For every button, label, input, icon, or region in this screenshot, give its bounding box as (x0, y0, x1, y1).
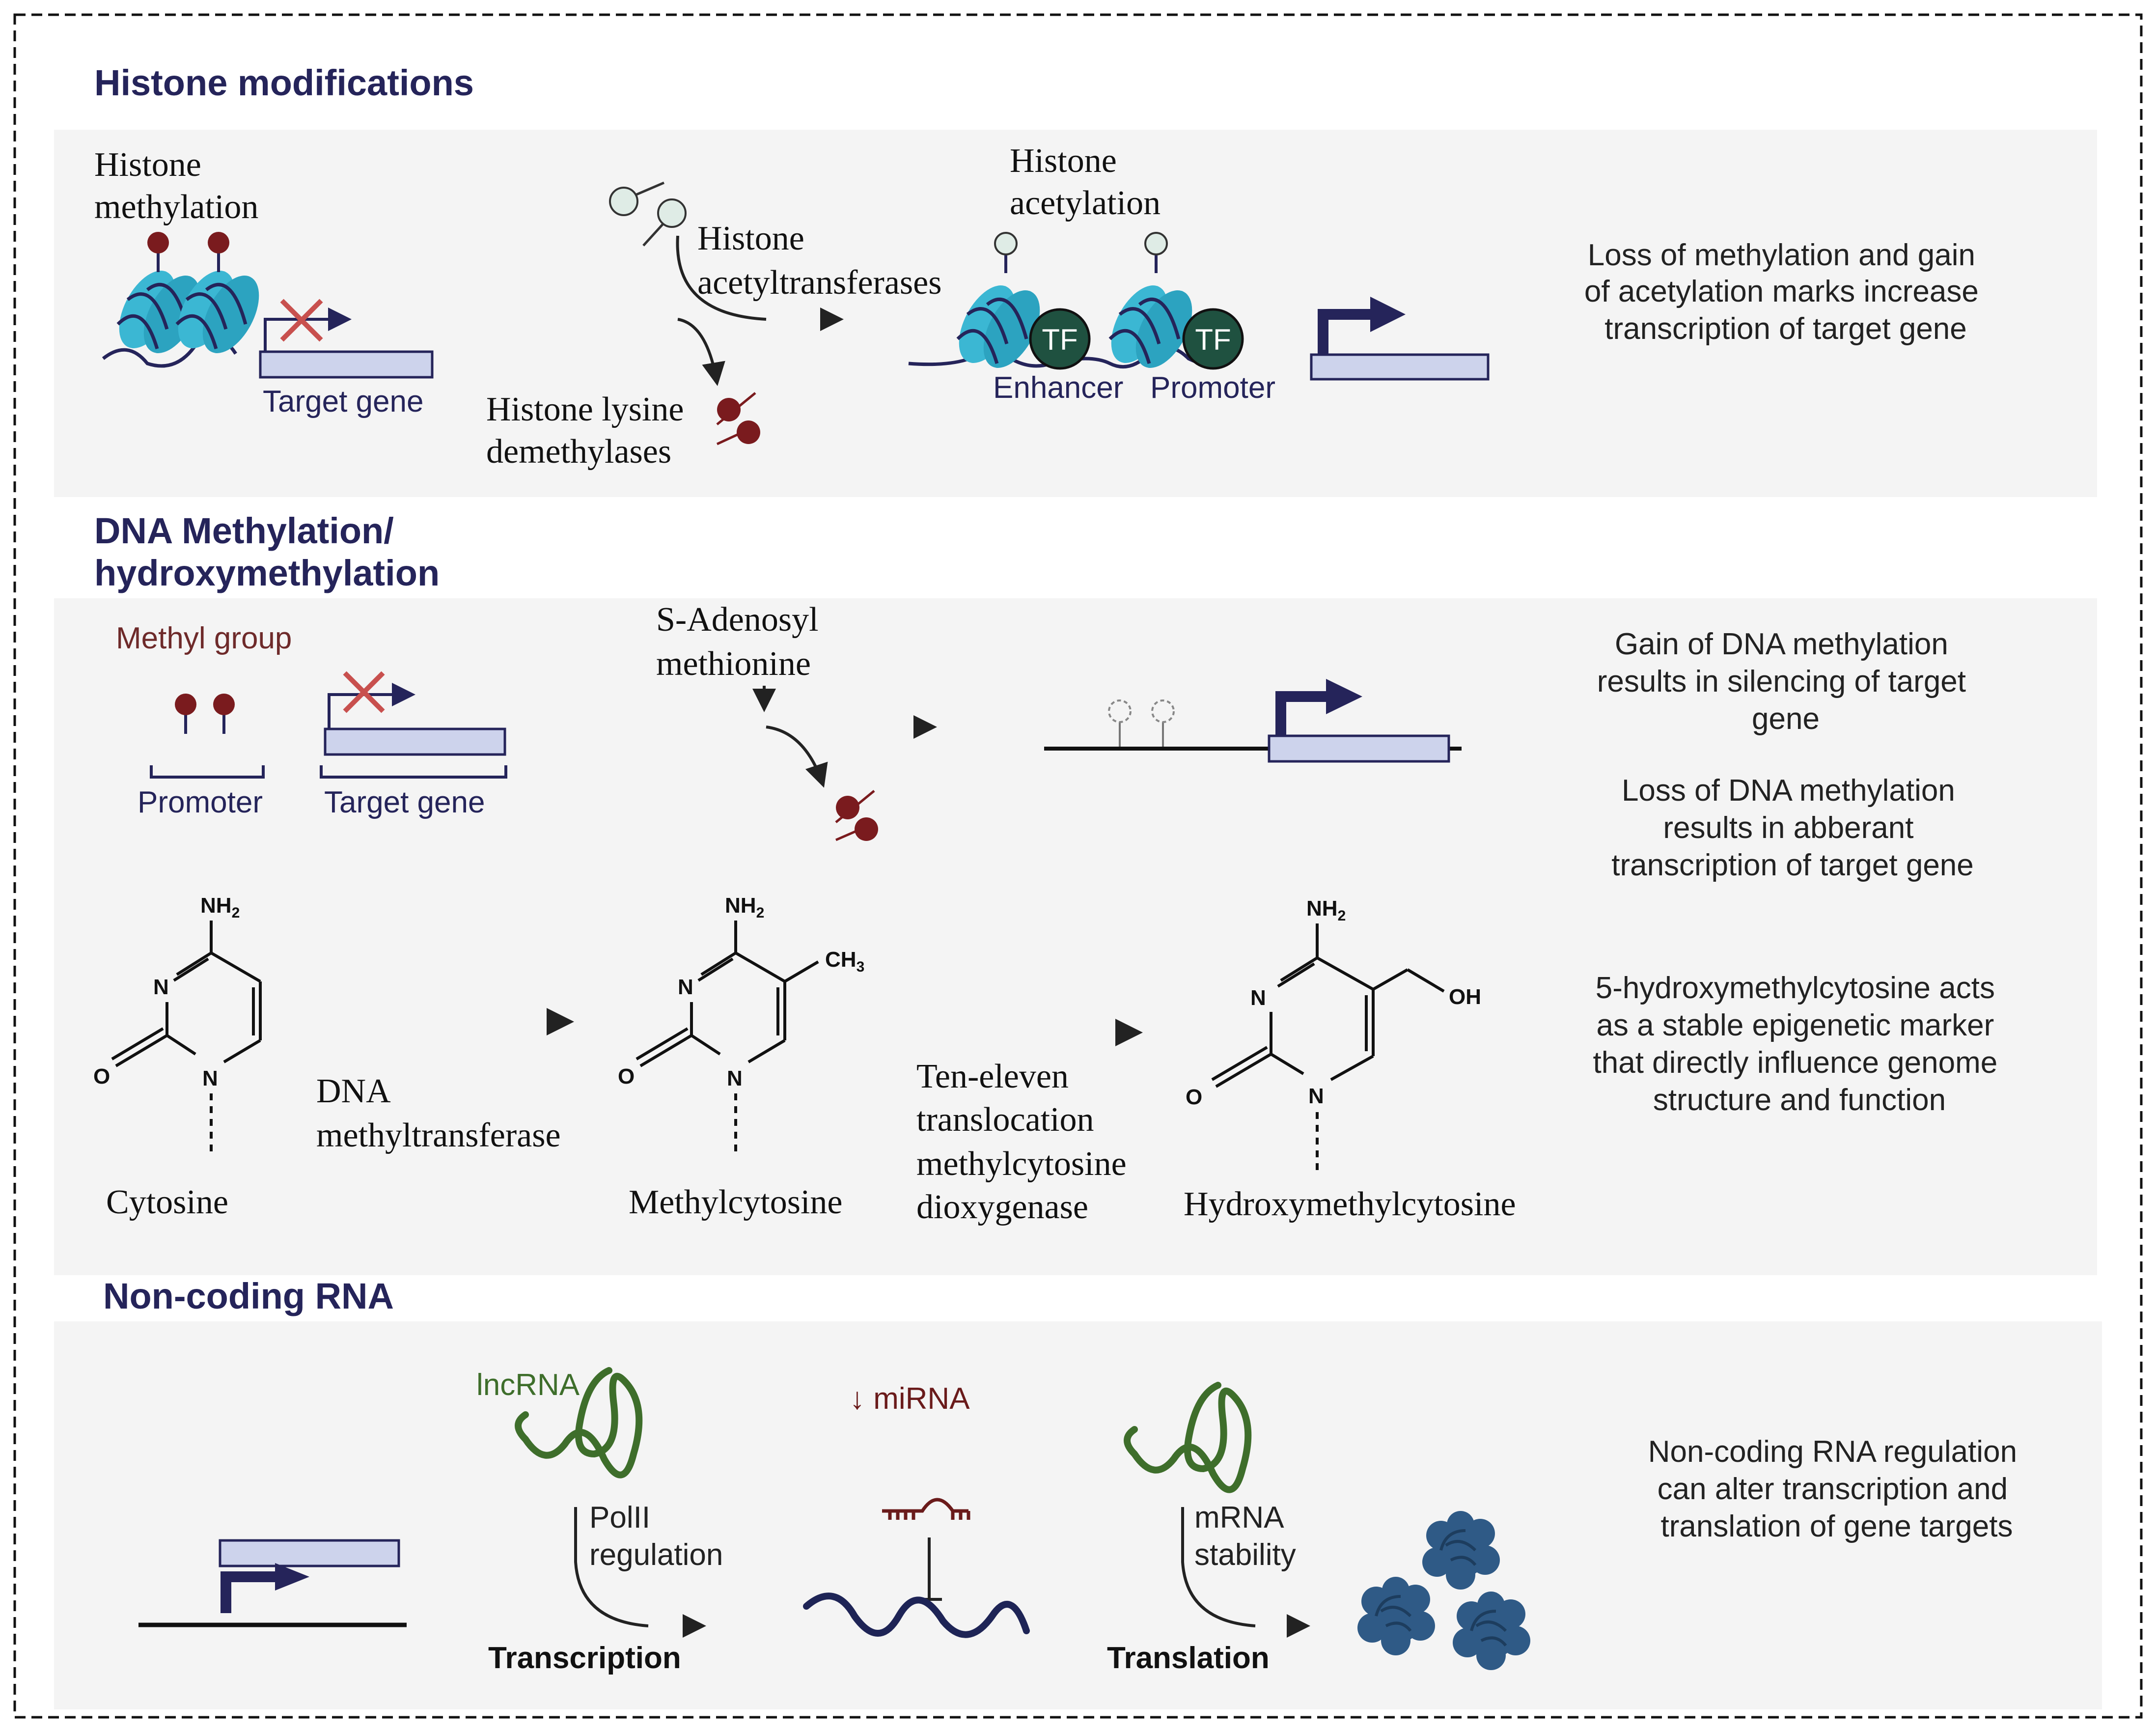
kdm-label: Histone lysine demethylases (486, 391, 692, 471)
acetylated-nucleosomes (908, 233, 1239, 377)
target-gene-label-dna: Target gene (324, 785, 485, 819)
svg-text:TF: TF (1042, 323, 1078, 356)
methylcytosine-label: Methylcytosine (629, 1183, 842, 1221)
ncrna-gene (138, 1539, 407, 1627)
cytosine-label: Cytosine (106, 1183, 228, 1221)
svg-text:OH: OH (1449, 985, 1481, 1009)
demethylated-gene (1044, 679, 1462, 763)
mirna-label: ↓ miRNA (850, 1382, 970, 1416)
cytosine-structure (111, 921, 262, 1157)
dna-gain-summary: Gain of DNA methylation results in silen… (1597, 627, 1975, 736)
target-gene-dna (320, 671, 507, 779)
svg-text:N: N (202, 1066, 218, 1090)
svg-text:N: N (1308, 1084, 1324, 1108)
ncrna-summary: Non-coding RNA regulation can alter tran… (1648, 1435, 2026, 1543)
hydroxymethylcytosine-atoms: NH2 OH N N O (1186, 896, 1481, 1109)
outer-frame (13, 13, 2143, 1719)
svg-text:N: N (678, 975, 693, 999)
tf-promoter: TF (1182, 308, 1244, 370)
histone-arrows (511, 235, 844, 386)
target-gene-label: Target gene (263, 385, 423, 419)
histone-summary: Loss of methylation and gain of acetylat… (1584, 238, 1987, 346)
tf-enhancer: TF (1029, 308, 1091, 370)
promoter-label-dna: Promoter (138, 785, 263, 819)
svg-text:O: O (1186, 1085, 1202, 1109)
dna-panel (54, 598, 2097, 1275)
svg-text:NH2: NH2 (1306, 896, 1346, 924)
mrna-wave (803, 1592, 1030, 1638)
hydroxymethylcytosine-structure (1211, 923, 1445, 1176)
histone-section-title: Histone modifications (94, 62, 474, 103)
svg-text:CH3: CH3 (825, 948, 864, 975)
hat-label: Histone acetyltransferases (697, 220, 942, 302)
promoter-label: Promoter (1150, 371, 1275, 405)
sam-label: S-Adenosyl methionine (656, 601, 827, 683)
mirna-hairpin (882, 1498, 970, 1520)
svg-text:NH2: NH2 (200, 894, 240, 921)
tet-label: Ten-eleven translocation methylcytosine … (916, 1058, 1135, 1226)
lncrna-label: lncRNA (476, 1368, 580, 1402)
translation-label: Translation (1107, 1641, 1270, 1675)
ncrna-section-title: Non-coding RNA (103, 1276, 394, 1316)
svg-text:TF: TF (1195, 323, 1231, 356)
dna-loss-summary: Loss of DNA methylation results in abber… (1611, 774, 1974, 882)
enhancer-label: Enhancer (993, 371, 1123, 405)
ncrna-panel (54, 1321, 2102, 1709)
histone-methylation-label: Histone methylation (94, 146, 258, 226)
transcription-label: Transcription (488, 1641, 681, 1675)
mrna-stability-label: mRNA stability (1194, 1501, 1296, 1572)
histone-acetylation-label: Histone acetylation (1010, 142, 1161, 222)
svg-text:N: N (153, 975, 169, 999)
dna-section-title: DNA Methylation/ hydroxymethylation (94, 510, 440, 593)
svg-text:N: N (1250, 986, 1266, 1010)
cytosine-atoms: NH2 N N O (93, 894, 240, 1090)
sam-arrows (599, 686, 937, 788)
released-methyl-groups (835, 790, 878, 841)
svg-text:NH2: NH2 (725, 894, 764, 921)
methyl-group-label: Methyl group (116, 621, 292, 655)
polii-label: PolII regulation (589, 1501, 723, 1572)
lncrna-strand (515, 1367, 643, 1479)
free-methyl-groups (716, 392, 760, 446)
methylated-nucleosomes (102, 232, 271, 368)
svg-text:O: O (93, 1064, 110, 1089)
methylcytosine-structure (636, 921, 819, 1157)
translation-arrows (1071, 1507, 1310, 1638)
hmc-summary: 5-hydroxymethylcytosine acts as a stable… (1593, 971, 2006, 1117)
methylcytosine-atoms: NH2 CH3 N N O (618, 894, 864, 1090)
target-gene-repressed (259, 299, 434, 379)
hydroxymethylcytosine-label: Hydroxymethylcytosine (1184, 1185, 1516, 1223)
target-gene-active (1310, 297, 1490, 381)
methyl-group-pins (150, 694, 265, 779)
dnmt-label: DNA methyltransferase (316, 1072, 561, 1154)
svg-text:O: O (618, 1064, 635, 1089)
transcription-arrows (467, 1507, 706, 1638)
mrna-strand (1124, 1382, 1252, 1493)
svg-text:N: N (727, 1066, 743, 1090)
free-acetyl-groups (609, 181, 687, 247)
